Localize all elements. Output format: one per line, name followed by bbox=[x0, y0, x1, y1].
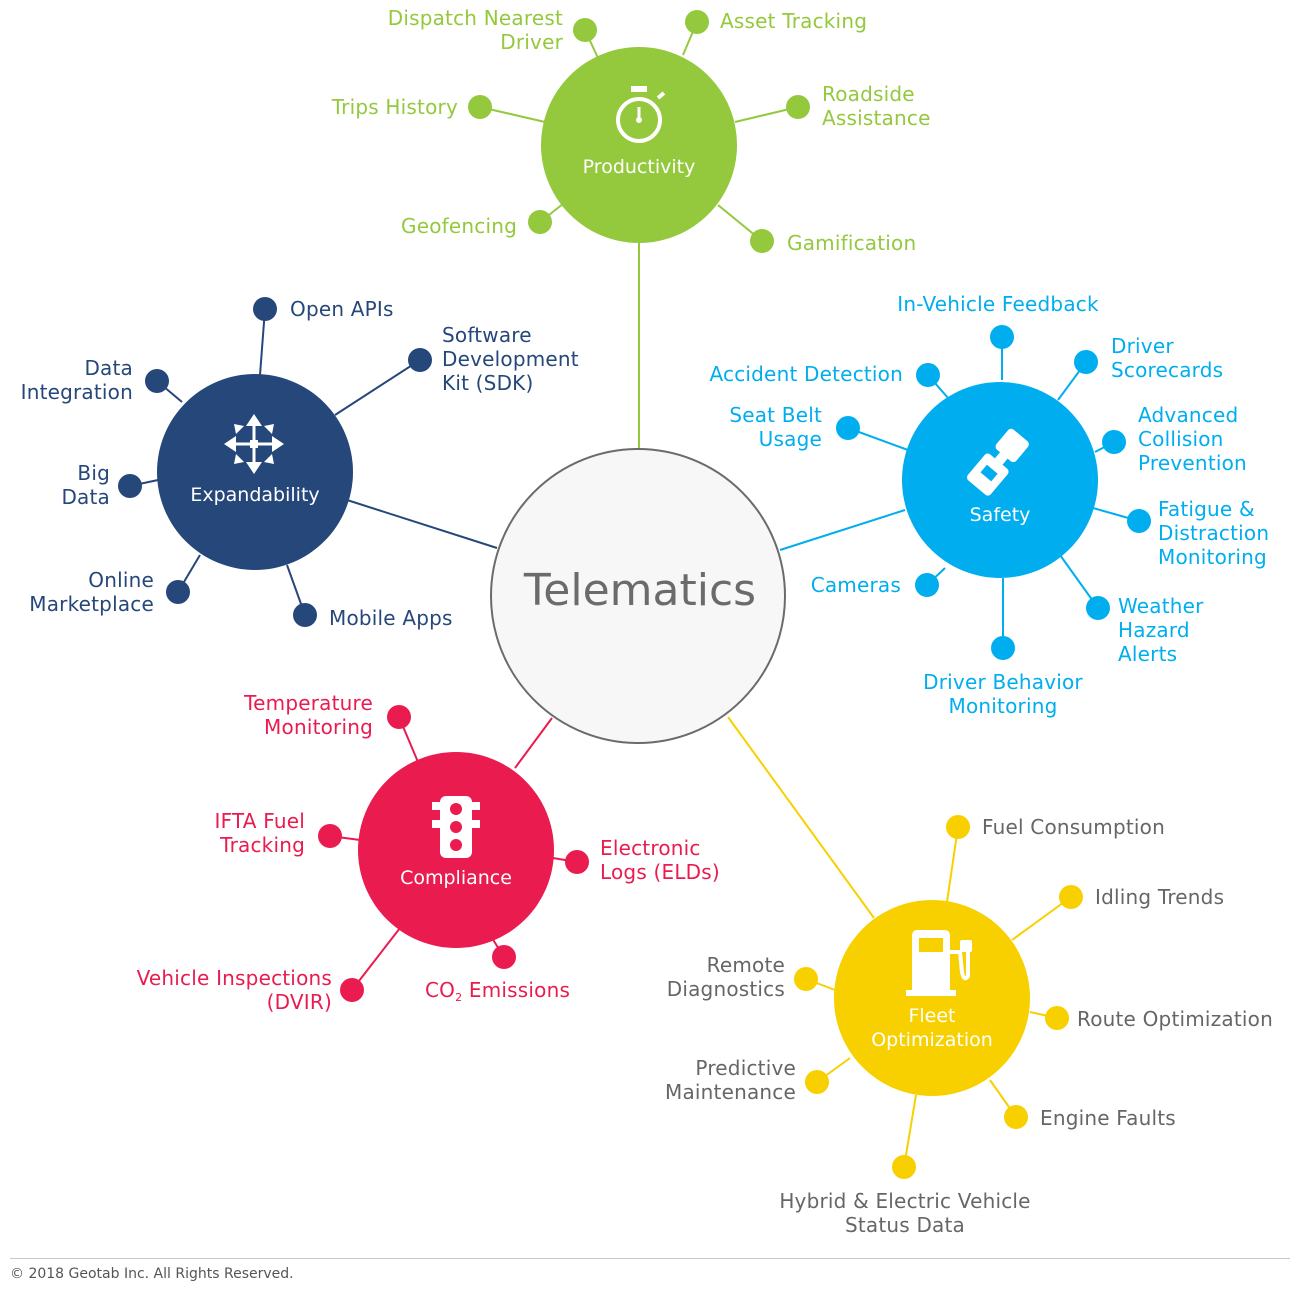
fuel-pump-icon bbox=[906, 930, 972, 996]
label-seat-belt-usage: Seat Belt Usage bbox=[729, 403, 822, 451]
label-software-development-kit: Software Development Kit (SDK) bbox=[442, 323, 579, 395]
connector-expandability bbox=[346, 499, 498, 549]
node-dot bbox=[892, 1155, 916, 1179]
node-dot bbox=[1004, 1105, 1028, 1129]
label-idling-trends: Idling Trends bbox=[1095, 885, 1225, 909]
hub-label-safety: Safety bbox=[969, 504, 1031, 526]
label-electronic-logs: Electronic Logs (ELDs) bbox=[600, 836, 720, 884]
label-driver-behavior-monitoring: Driver Behavior Monitoring bbox=[923, 670, 1083, 718]
label-advanced-collision-prevention: Advanced Collision Prevention bbox=[1138, 403, 1247, 475]
label-remote-diagnostics: Remote Diagnostics bbox=[666, 953, 785, 1001]
hub-label-productivity: Productivity bbox=[582, 156, 696, 178]
connector-fleet bbox=[727, 716, 875, 919]
node-dot bbox=[565, 850, 589, 874]
node-dot bbox=[293, 603, 317, 627]
label-mobile-apps: Mobile Apps bbox=[329, 606, 453, 630]
node-dot bbox=[118, 474, 142, 498]
node-dot bbox=[836, 416, 860, 440]
node-dot bbox=[915, 573, 939, 597]
footer-divider bbox=[10, 1258, 1290, 1259]
hub-label-expandability: Expandability bbox=[190, 484, 320, 506]
connector-compliance bbox=[514, 717, 553, 769]
label-temperature-monitoring: Temperature Monitoring bbox=[244, 691, 373, 739]
label-big-data: Big Data bbox=[61, 461, 110, 509]
node-dot bbox=[408, 348, 432, 372]
node-dot bbox=[340, 978, 364, 1002]
label-trips-history: Trips History bbox=[331, 95, 458, 119]
seatbelt-icon bbox=[967, 428, 1029, 496]
copyright-notice: © 2018 Geotab Inc. All Rights Reserved. bbox=[10, 1266, 294, 1282]
label-open-apis: Open APIs bbox=[290, 297, 394, 321]
node-dot bbox=[253, 297, 277, 321]
co2-subscript: 2 bbox=[455, 991, 463, 1004]
label-data-integration: Data Integration bbox=[20, 356, 133, 404]
label-ifta-fuel-tracking: IFTA Fuel Tracking bbox=[214, 809, 305, 857]
hub-fleet-optimization bbox=[834, 900, 1030, 1096]
co2-suffix: Emissions bbox=[462, 978, 571, 1002]
traffic-light-icon bbox=[432, 796, 480, 858]
node-dot bbox=[1102, 430, 1126, 454]
node-dot bbox=[318, 824, 342, 848]
label-dispatch-nearest-driver: Dispatch Nearest Driver bbox=[387, 6, 563, 54]
label-driver-scorecards: Driver Scorecards bbox=[1111, 334, 1224, 382]
center-circle bbox=[490, 448, 786, 744]
label-gamification: Gamification bbox=[787, 231, 917, 255]
label-geofencing: Geofencing bbox=[401, 214, 517, 238]
node-dot bbox=[786, 95, 810, 119]
label-vehicle-inspections: Vehicle Inspections (DVIR) bbox=[136, 966, 332, 1014]
label-predictive-maintenance: Predictive Maintenance bbox=[665, 1056, 796, 1104]
node-dot bbox=[946, 815, 970, 839]
label-co2-emissions: CO2 Emissions bbox=[425, 978, 605, 1004]
node-dot bbox=[1127, 509, 1151, 533]
hub-productivity bbox=[541, 47, 737, 243]
node-dot bbox=[991, 636, 1015, 660]
node-dot bbox=[387, 705, 411, 729]
node-dot bbox=[750, 229, 774, 253]
hub-label-compliance: Compliance bbox=[400, 867, 512, 889]
node-dot bbox=[1045, 1006, 1069, 1030]
node-dot bbox=[573, 18, 597, 42]
node-dot bbox=[166, 580, 190, 604]
node-dot bbox=[794, 967, 818, 991]
label-accident-detection: Accident Detection bbox=[709, 362, 903, 386]
node-dot bbox=[468, 95, 492, 119]
expand-arrows-icon bbox=[224, 414, 284, 474]
node-dot bbox=[805, 1070, 829, 1094]
label-cameras: Cameras bbox=[810, 573, 901, 597]
node-dot bbox=[1086, 596, 1110, 620]
node-dot bbox=[492, 945, 516, 969]
center-title: Telematics bbox=[523, 565, 757, 616]
label-route-optimization: Route Optimization bbox=[1077, 1007, 1273, 1031]
node-dot bbox=[1059, 885, 1083, 909]
hub-label-fleet-optimization: Fleet Optimization bbox=[871, 1005, 993, 1051]
label-fatigue-distraction-monitoring: Fatigue & Distraction Monitoring bbox=[1158, 497, 1270, 569]
label-hybrid-electric-vehicle-status-data: Hybrid & Electric Vehicle Status Data bbox=[779, 1189, 1031, 1237]
label-engine-faults: Engine Faults bbox=[1040, 1106, 1176, 1130]
label-roadside-assistance: Roadside Assistance bbox=[822, 82, 931, 130]
stopwatch-icon bbox=[616, 86, 666, 143]
node-dot bbox=[990, 325, 1014, 349]
connector-safety bbox=[779, 509, 906, 551]
node-dot bbox=[685, 10, 709, 34]
label-asset-tracking: Asset Tracking bbox=[720, 9, 868, 33]
node-dot bbox=[528, 210, 552, 234]
co2-prefix: CO bbox=[425, 978, 456, 1002]
node-dot bbox=[145, 369, 169, 393]
label-online-marketplace: Online Marketplace bbox=[29, 568, 154, 616]
node-dot bbox=[916, 363, 940, 387]
label-weather-hazard-alerts: Weather Hazard Alerts bbox=[1118, 594, 1204, 666]
node-dot bbox=[1074, 350, 1098, 374]
label-in-vehicle-feedback: In-Vehicle Feedback bbox=[897, 292, 1099, 316]
label-fuel-consumption: Fuel Consumption bbox=[982, 815, 1165, 839]
